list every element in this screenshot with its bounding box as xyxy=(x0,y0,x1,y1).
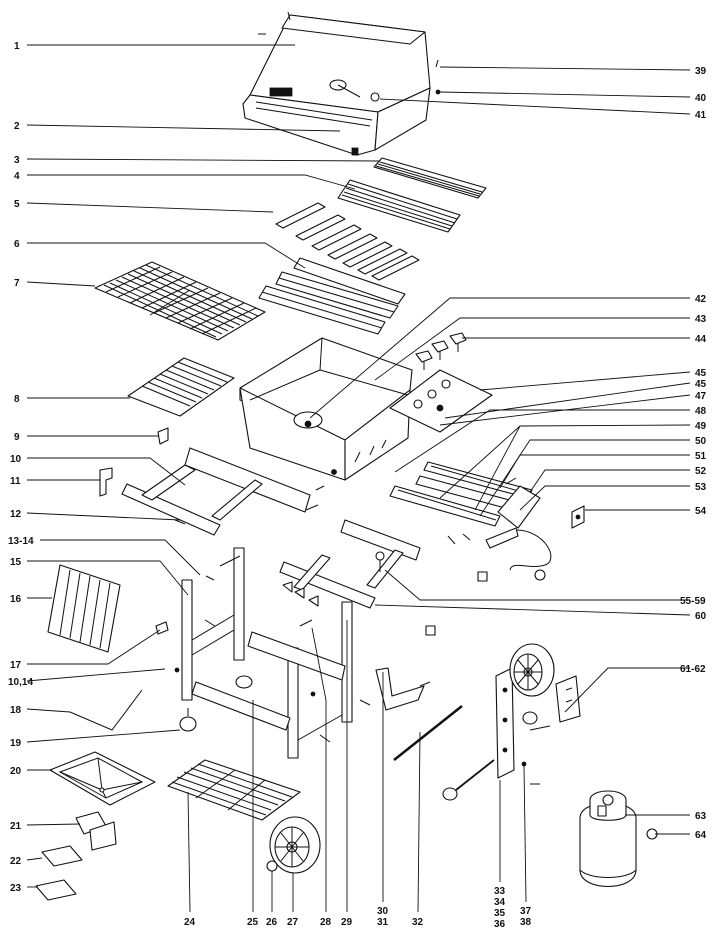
grease-tray xyxy=(49,751,156,806)
wheel-left xyxy=(269,816,321,874)
rack xyxy=(337,179,461,233)
label-part-39: 39 xyxy=(695,66,707,77)
label-part-34: 34 xyxy=(494,897,506,908)
label-part-47: 47 xyxy=(695,391,707,402)
label-part-27: 27 xyxy=(287,917,299,928)
wheel-right-assembly xyxy=(442,643,555,801)
axle xyxy=(393,705,463,761)
label-part-31: 31 xyxy=(377,917,389,928)
label-part-54: 54 xyxy=(695,506,707,517)
label-part-26: 26 xyxy=(266,917,278,928)
rod xyxy=(69,689,143,731)
label-part-44: 44 xyxy=(695,334,707,345)
label-part-45a: 45 xyxy=(695,368,707,379)
control-knobs xyxy=(415,332,467,370)
label-part-18: 18 xyxy=(10,705,22,716)
hardware-screws xyxy=(174,59,517,673)
label-part-20: 20 xyxy=(10,766,22,777)
label-part-36: 36 xyxy=(494,919,506,930)
tank-bracket xyxy=(529,675,581,731)
label-part-4: 4 xyxy=(14,171,20,182)
label-part-16: 16 xyxy=(10,594,22,605)
label-part-33: 33 xyxy=(494,886,506,897)
bracket xyxy=(157,427,169,445)
label-part-50: 50 xyxy=(695,436,707,447)
label-part-19: 19 xyxy=(10,738,22,749)
leader-lines xyxy=(26,44,691,913)
drip-tray xyxy=(127,357,235,417)
label-part-22: 22 xyxy=(10,856,22,867)
long-flavorizer-bars xyxy=(258,257,406,335)
label-part-2: 2 xyxy=(14,121,20,132)
label-part-64: 64 xyxy=(695,830,707,841)
lp-tank xyxy=(579,790,637,888)
label-part-8: 8 xyxy=(14,394,20,405)
label-part-61-62: 61-62 xyxy=(680,664,706,675)
label-part-45b: 45 xyxy=(695,379,707,390)
burner-assembly xyxy=(389,461,552,582)
label-part-43: 43 xyxy=(695,314,707,325)
right-leg-frame xyxy=(191,601,371,759)
label-part-48: 48 xyxy=(695,406,707,417)
left-leg-frame xyxy=(181,547,253,701)
label-part-3: 3 xyxy=(14,155,20,166)
label-part-24: 24 xyxy=(184,917,196,928)
foil-pan xyxy=(35,879,77,901)
label-part-6: 6 xyxy=(14,239,20,250)
label-part-23: 23 xyxy=(10,883,22,894)
label-part-13-14: 13-14 xyxy=(8,536,34,547)
label-part-60: 60 xyxy=(695,611,707,622)
label-part-37: 37 xyxy=(520,906,532,917)
flavorizer-bars xyxy=(275,202,420,281)
cookbox xyxy=(239,337,413,481)
label-part-30: 30 xyxy=(377,906,389,917)
right-frame-top xyxy=(279,519,436,636)
label-part-42: 42 xyxy=(695,294,707,305)
label-part-49: 49 xyxy=(695,421,707,432)
label-part-7: 7 xyxy=(14,278,20,289)
label-part-40: 40 xyxy=(695,93,707,104)
label-part-10-14: 10,14 xyxy=(8,677,33,688)
label-part-11: 11 xyxy=(10,476,21,487)
mount-bracket xyxy=(375,667,431,711)
label-part-32: 32 xyxy=(412,917,424,928)
label-part-53: 53 xyxy=(695,482,707,493)
warming-rack xyxy=(373,157,487,199)
catch-pan xyxy=(41,845,83,867)
label-part-63: 63 xyxy=(695,811,707,822)
frame-top xyxy=(121,447,319,536)
tray-bracket xyxy=(75,811,117,851)
label-part-38: 38 xyxy=(520,917,532,928)
cooking-grates xyxy=(94,261,266,341)
label-part-12: 12 xyxy=(10,509,22,520)
control-panel xyxy=(389,369,493,433)
label-part-28: 28 xyxy=(320,917,332,928)
wheel-hub xyxy=(266,860,278,872)
side-shelf xyxy=(47,564,121,653)
clip xyxy=(99,467,113,497)
label-part-15: 15 xyxy=(10,557,22,568)
label-part-17: 17 xyxy=(10,660,22,671)
label-part-5: 5 xyxy=(14,199,20,210)
label-part-1: 1 xyxy=(14,41,20,52)
part-number-labels: 1 2 3 4 5 6 7 8 9 10 11 12 13-14 15 16 1… xyxy=(8,41,707,930)
label-part-9: 9 xyxy=(14,432,20,443)
label-part-21: 21 xyxy=(10,821,22,832)
igniter-part xyxy=(571,505,585,529)
lid-assembly xyxy=(242,11,431,156)
label-part-25: 25 xyxy=(247,917,259,928)
caster xyxy=(179,708,197,732)
bottom-shelf xyxy=(167,759,301,821)
label-part-29: 29 xyxy=(341,917,353,928)
label-part-35: 35 xyxy=(494,908,506,919)
latch xyxy=(155,621,169,635)
label-part-10: 10 xyxy=(10,454,22,465)
label-part-55-59: 55-59 xyxy=(680,596,706,607)
label-part-52: 52 xyxy=(695,466,707,477)
label-part-41: 41 xyxy=(695,110,707,121)
label-part-51: 51 xyxy=(695,451,707,462)
